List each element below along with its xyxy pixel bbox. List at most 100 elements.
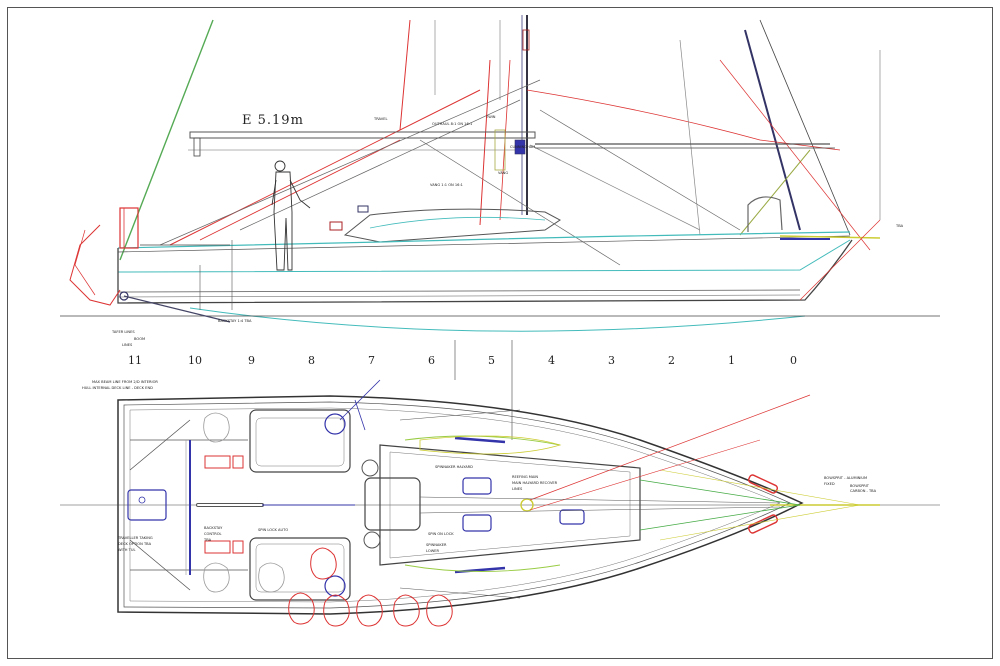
spin-red-plan [529,394,811,501]
bow-sheet-1 [639,479,801,506]
label-backstay-ctrl-3: TBA [203,538,212,542]
winch-plan-1 [324,413,346,435]
red-curve-rig [719,59,871,251]
label-spinnaker-2: SPIN ON LOCK [428,532,454,536]
station-3: 3 [608,354,615,367]
cockpit-left [249,409,351,473]
sheet-red-2 [199,139,401,241]
label-backstay: BACKSTAY 1:4 TBA [218,319,252,323]
stern-diag-2 [129,539,191,591]
mainsail-roach [526,89,841,151]
label-backstay-ctrl-1: BACKSTAY [204,526,223,530]
station-6: 6 [428,354,435,367]
winch-1 [329,221,343,231]
winch-plan-2 [324,575,346,597]
label-misc-3: VANG [498,171,508,175]
coachroof-plan [379,444,641,566]
sheet-grey-5 [529,144,701,231]
deck-sheer [117,231,851,249]
station-8: 8 [308,354,315,367]
boom-end-block [193,137,201,157]
label-traveller-1: TRAVELLER TAKING [117,536,153,540]
sheet-green [739,149,811,236]
station-7: 7 [368,354,375,367]
diag-line-1 [339,379,381,421]
plan-view: MAX BEAM LINE FROM 2/D INTERIOR HULL INT… [60,379,940,627]
cockpit-right-inner [255,543,345,593]
station-2: 2 [668,354,675,367]
coachroof [343,208,561,243]
crew-figure [271,160,311,271]
label-spinnaker-1: SPINNAKER HALYARD [435,465,473,469]
vertical-grey [679,39,701,236]
winch-2 [357,205,369,213]
crew-plan-grey [203,412,285,593]
diag-line-2 [354,399,366,431]
dimension-label: E 5.19m [242,113,304,128]
label-jib-1: REEFING MAIN [512,475,538,479]
hatch-stern [127,489,167,521]
station-0: 0 [790,354,797,367]
label-pole-2: FIXED [824,482,835,486]
cockpit-left-inner [255,417,345,467]
sheet-red-1 [169,89,481,246]
drawing-frame [7,7,993,659]
companionway [364,477,421,531]
sheet-grey-3 [419,139,621,266]
deck-line-d [399,587,521,599]
deck-line-a [419,496,781,504]
cockpit-right [249,537,351,601]
label-traveller-3: WITH TUL [118,548,135,552]
hatch-2 [462,514,492,532]
label-jib-3: LINES [512,487,523,491]
label-outhaul: OUTHAUL 8:1 ON 16:1 [432,122,472,126]
jib-track-1 [454,436,506,444]
station-10: 10 [188,354,202,367]
red-block-3 [204,540,231,554]
genoa-sheet-green-2 [404,564,561,572]
deck-line-c [399,409,521,421]
label-misc-1: CUNNINGHAM [510,145,535,149]
bow-pulpit [747,196,783,232]
label-pole-3: BOWSPRIT [850,484,870,488]
label-jib-2: MAIN HALYARD RECOVER [512,481,558,485]
station-4: 4 [548,354,555,367]
hull-underside [117,289,801,293]
label-beam-2: HULL INTERNAL DECK LINE - DECK END [82,386,153,390]
hull-underside-2 [117,294,801,298]
label-tba-bow: TBA [895,224,904,228]
winch-plan-3 [361,459,379,477]
hull-topsides [117,239,851,273]
label-side-2: BOOM [134,337,145,341]
label-side-1: TAFER LINES [111,330,135,334]
station-row: 11 10 9 8 7 6 5 4 3 2 1 0 [128,354,797,367]
deck-line-b [419,506,781,514]
station-5: 5 [488,354,495,367]
mast-fitting-top [522,29,530,51]
label-misc-2: TWIN [485,115,496,119]
stern-fitting [119,291,129,301]
red-block-1 [204,455,231,469]
stern-pulpit [119,207,139,249]
canoe-body [189,307,806,332]
gooseneck [514,139,526,155]
label-traveller: TRAVEL [373,117,388,121]
sheet-grey-1 [159,79,541,246]
hull-outline-plan [117,395,804,615]
coachroof-teal [369,216,546,229]
station-11: 11 [128,354,142,367]
backstay-upper [744,29,801,231]
station-9: 9 [248,354,255,367]
spin-red-plan-2 [529,439,761,511]
jib-ellipse [419,435,562,455]
label-traveller-2: DECK OPTION TBA [118,542,152,546]
hull-profile [117,239,853,304]
crew-plan [288,547,453,627]
label-pole-4: CARBON - TBA [850,489,877,493]
label-lock: SPIN LOCK AUTO [258,528,288,532]
profile-view: E 5.19m TRAVEL OUTHAUL 8:1 ON 16:1 VANG … [60,15,940,440]
stern-diag-1 [129,419,191,471]
label-vang: VANG 1:1 ON 16:1 [430,183,463,187]
bow-stay [799,219,881,301]
